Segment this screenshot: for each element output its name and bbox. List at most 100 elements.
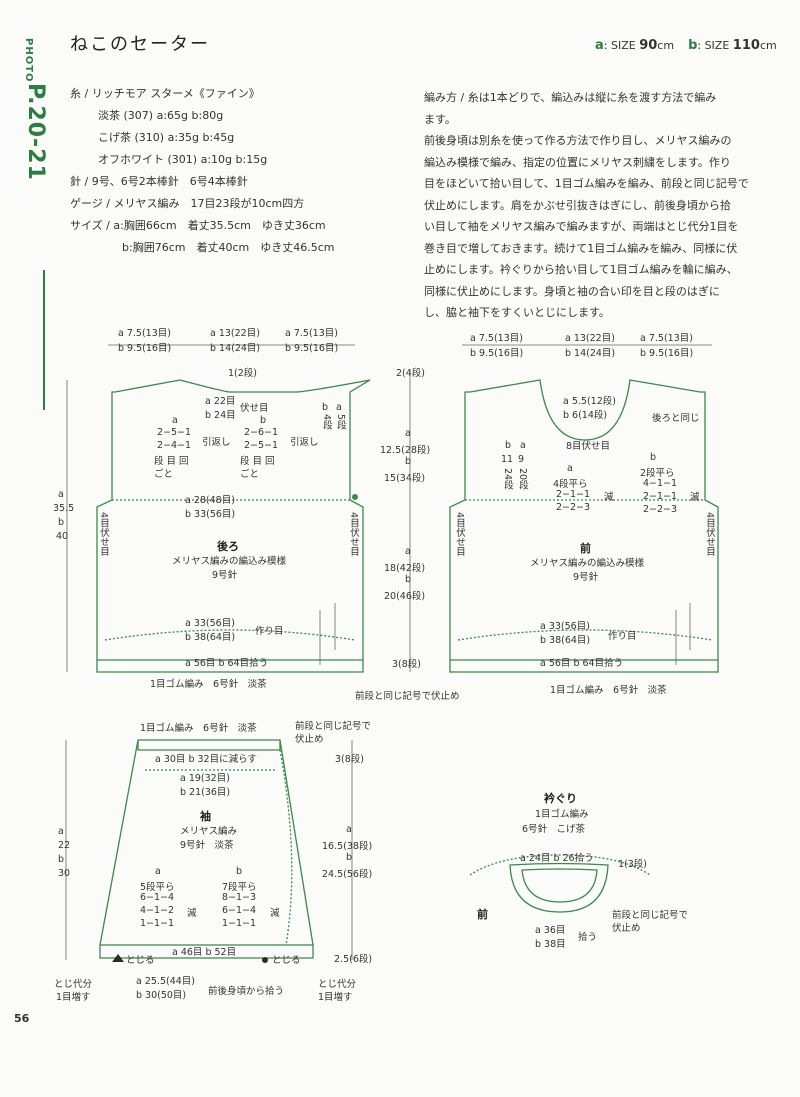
- size-legend: a: SIZE 90cm b: SIZE 110cm: [595, 38, 777, 53]
- instructions-block: 編み方 / 糸は1本どりで、編込みは縦に糸を渡す方法で編み ます。 前後身頃は別…: [424, 91, 749, 319]
- sleeve-rh-key-b: b: [346, 852, 353, 863]
- front-right-flat: 2段平ら: [640, 468, 675, 479]
- front-right-2: 2−1−1: [643, 491, 678, 502]
- sleeve-top-note: 1目ゴム編み 6号針 淡茶: [140, 723, 257, 734]
- back-piece-name: 後ろ: [217, 540, 239, 553]
- front-pick: a 56目 b 64目拾う: [540, 658, 624, 669]
- front-bottom-a: a 33(56目): [540, 621, 590, 632]
- sleeve-w-a: a 19(32目): [180, 773, 230, 784]
- sleeve-pick-a: a 25.5(44目): [136, 976, 195, 987]
- sleeve-dec-right: 減: [270, 908, 280, 919]
- front-left-1: 2−1−1: [556, 489, 591, 500]
- front-outline: [449, 379, 719, 661]
- sleeve-right-1: 8−1−3: [222, 892, 257, 903]
- back-height-b-key: b: [58, 517, 65, 528]
- sleeve-right-3: 1−1−1: [222, 918, 257, 929]
- instructions-heading: 編み方: [424, 91, 457, 104]
- back-top-right-a: a 7.5(13目): [285, 328, 338, 339]
- sleeve-h-b: 30: [58, 868, 71, 879]
- front-left-a: a: [567, 463, 573, 474]
- back-left-3: 段 目 回: [154, 456, 189, 467]
- sleeve-pick-b: b 30(50目): [136, 990, 187, 1001]
- back-shoulder-a: a: [336, 402, 342, 413]
- page-title: ねこのセーター: [70, 34, 210, 55]
- front-bind-note: 前段と同じ記号で伏止め: [355, 691, 460, 702]
- back-rib: 1目ゴム編み 6号針 淡茶: [150, 679, 267, 690]
- sleeve-bind-note1: 前段と同じ記号で: [295, 721, 372, 732]
- back-shoulder-a-rows: 5段: [335, 414, 346, 430]
- back-left-2: 2−4−1: [157, 440, 192, 451]
- front-col-a: a: [520, 440, 526, 451]
- sleeve-r-bot: 2.5(6段): [334, 954, 373, 965]
- sleeve-toji-left: とじる: [126, 955, 155, 966]
- center-r4: 3(8段): [392, 659, 422, 670]
- back-right-b: b: [260, 415, 267, 426]
- back-right-1: 2−6−1: [244, 427, 279, 438]
- back-height-a-key: a: [58, 489, 64, 500]
- neckband-outline: [509, 862, 609, 913]
- sleeve-left-a: a: [155, 866, 161, 877]
- front-top-mid-a: a 13(22目): [565, 333, 615, 344]
- front-dec-right: 減: [690, 492, 700, 503]
- neckband-note2: 伏止め: [612, 923, 641, 934]
- front-needle: 9号針: [573, 572, 599, 583]
- front-side-bind-right: 4目伏せ目: [704, 512, 715, 557]
- center-r2b-key: b: [405, 456, 412, 467]
- page-number: 56: [14, 1012, 30, 1025]
- back-bind-a: a 22目: [205, 396, 236, 407]
- sleeve-pick-note: 前後身頃から拾う: [208, 986, 285, 997]
- back-outline: [96, 379, 371, 661]
- sleeve-rh-b: 24.5(56段): [322, 869, 373, 880]
- sleeve-toji-l1: とじ代分: [54, 979, 93, 990]
- back-left-1: 2−5−1: [157, 427, 192, 438]
- front-pattern: メリヤス編みの編込み模様: [530, 558, 645, 569]
- back-bind-b: b 24目: [205, 410, 236, 421]
- back-left-4: ごと: [154, 469, 174, 480]
- neckband-note1: 前段と同じ記号で: [612, 910, 689, 921]
- back-neck-rows: 1(2段): [228, 368, 258, 379]
- front-neck-b: b 6(14段): [563, 410, 608, 421]
- back-height-b: 40: [56, 531, 69, 542]
- materials-block: 糸 / リッチモア スターメ《ファイン》 淡茶 (307) a:65g b:80…: [70, 87, 335, 254]
- back-mid-a: a 28(48目): [185, 495, 235, 506]
- sleeve-toji-r2: 1目増す: [318, 992, 353, 1003]
- back-mid-b: b 33(56目): [185, 509, 236, 520]
- front-dec-left: 減: [604, 492, 614, 503]
- neckband-rows: 1(3段): [618, 859, 648, 870]
- front-col-b2: 24段: [502, 468, 513, 490]
- front-piece-name: 前: [580, 542, 591, 555]
- front-top-mid-b: b 14(24目): [565, 348, 616, 359]
- sleeve-rh-a: 16.5(38段): [322, 841, 373, 852]
- sleeve-dec: a 30目 b 32目に減らす: [155, 754, 257, 765]
- sleeve-left-2: 4−1−2: [140, 905, 175, 916]
- front-top-right-b: b 9.5(16目): [640, 348, 694, 359]
- front-side-bind-left: 4目伏せ目: [454, 512, 465, 557]
- side-divider: [43, 270, 45, 410]
- sleeve-piece-name: 袖: [200, 810, 211, 823]
- front-right-3: 2−2−3: [643, 504, 678, 515]
- neckband-needle: 6号針 こげ茶: [522, 824, 586, 835]
- sleeve-right-b: b: [236, 866, 243, 877]
- sleeve-w-b: b 21(36目): [180, 787, 231, 798]
- back-top-left-a: a 7.5(13目): [118, 328, 171, 339]
- sleeve-toji-l2: 1目増す: [56, 992, 91, 1003]
- front-cast-on: 作り目: [608, 631, 637, 642]
- center-r3a: 18(42段): [384, 563, 426, 574]
- sleeve-left-1: 6−1−4: [140, 892, 175, 903]
- front-col-a1: 9: [518, 454, 525, 465]
- sleeve-left-flat: 5段平ら: [140, 882, 175, 893]
- center-r1: 2(4段): [396, 368, 426, 379]
- sleeve-bind-note2: 伏止め: [295, 734, 324, 745]
- front-col-b1: 11: [501, 454, 514, 465]
- neckband-pick2: 拾う: [578, 932, 598, 943]
- back-height-a: 35.5: [53, 503, 75, 514]
- sleeve-h-key-b: b: [58, 854, 65, 865]
- back-hikikaeshi-right: 引返し: [290, 437, 319, 448]
- back-bind-label: 伏せ目: [240, 403, 269, 414]
- sleeve-r-top: 3(8段): [335, 754, 365, 765]
- center-r3b: 20(46段): [384, 591, 426, 602]
- sleeve-toji-right: とじる: [272, 955, 301, 966]
- back-side-bind-left: 4目伏せ目: [98, 512, 109, 557]
- front-rib: 1目ゴム編み 6号針 淡茶: [550, 685, 667, 696]
